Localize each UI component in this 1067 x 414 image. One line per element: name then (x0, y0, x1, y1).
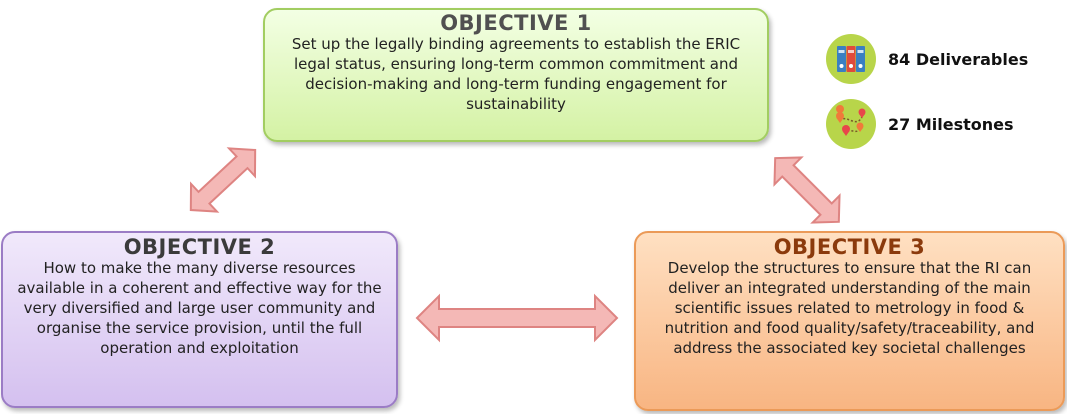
objective-1-title: OBJECTIVE 1 (440, 11, 592, 35)
objective-2-box: OBJECTIVE 2 How to make the many diverse… (1, 231, 398, 408)
deliverables-label: 84 Deliverables (888, 49, 1029, 69)
milestones-stat: 27 Milestones (826, 99, 1014, 149)
binders-icon (826, 34, 876, 84)
map-pins-route-icon (826, 99, 876, 149)
objective-3-title: OBJECTIVE 3 (773, 235, 926, 259)
milestones-label: 27 Milestones (888, 114, 1014, 134)
deliverables-stat: 84 Deliverables (826, 34, 1028, 84)
objective-1-text: Set up the legally binding agreements to… (291, 35, 741, 113)
arrow-obj2-obj3 (415, 293, 619, 343)
objective-2-text: How to make the many diverse resources a… (17, 259, 382, 357)
objective-3-box: OBJECTIVE 3 Develop the structures to en… (634, 231, 1065, 411)
objective-3-text: Develop the structures to ensure that th… (664, 259, 1035, 357)
arrow-obj1-obj2 (189, 147, 257, 213)
objective-2-title: OBJECTIVE 2 (123, 235, 276, 259)
objective-1-box: OBJECTIVE 1 Set up the legally binding a… (263, 8, 769, 142)
arrow-obj1-obj3 (773, 156, 841, 224)
